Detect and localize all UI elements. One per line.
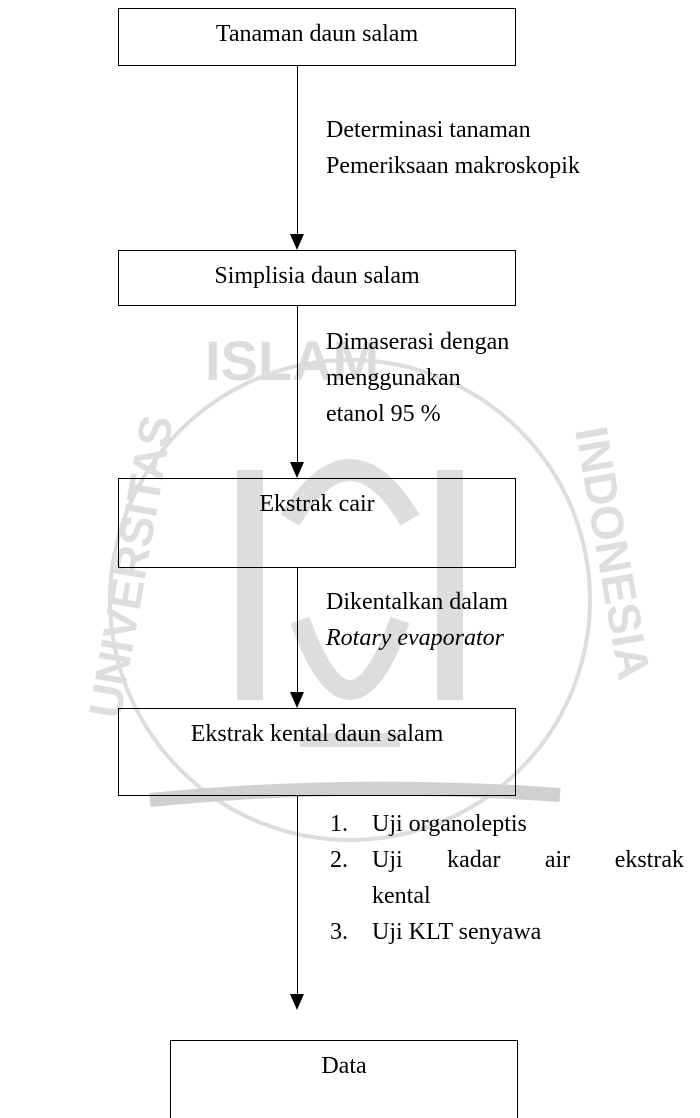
- list-word: ekstrak: [614, 847, 684, 873]
- list-text: kental: [372, 883, 431, 909]
- edge-note-3: Dikentalkan dalam Rotary evaporator: [326, 584, 508, 656]
- edge-note-1: Determinasi tanaman Pemeriksaan makrosko…: [326, 112, 580, 184]
- list-text-justified: Uji kadar air ekstrak: [372, 842, 684, 878]
- list-text: Uji KLT senyawa: [372, 919, 542, 945]
- node-label: Ekstrak cair: [259, 491, 375, 517]
- node-label: Data: [321, 1053, 367, 1079]
- node-ekstrak-cair: Ekstrak cair: [118, 478, 516, 568]
- edge-line-3: [297, 568, 298, 694]
- list-item: 2. Uji kadar air ekstrak: [330, 842, 690, 878]
- list-item: 1. Uji organoleptis: [330, 806, 690, 842]
- node-ekstrak-kental-daun-salam: Ekstrak kental daun salam: [118, 708, 516, 796]
- note-line: Dimaserasi dengan: [326, 329, 510, 355]
- list-number: 2.: [330, 847, 348, 873]
- list-word: kadar: [447, 847, 501, 873]
- edge-line-2: [297, 306, 298, 464]
- arrowhead-2: [290, 462, 304, 478]
- edge-line-1: [297, 66, 298, 236]
- list-item: 3. Uji KLT senyawa: [330, 914, 690, 950]
- node-label: Ekstrak kental daun salam: [190, 721, 444, 747]
- arrowhead-4: [290, 994, 304, 1010]
- list-number: 1.: [330, 811, 348, 837]
- list-text: Uji organoleptis: [372, 811, 527, 837]
- arrowhead-1: [290, 234, 304, 250]
- note-line: Pemeriksaan makroskopik: [326, 153, 580, 179]
- note-line: Rotary evaporator: [326, 625, 504, 651]
- edge-note-4-list: 1. Uji organoleptis 2. Uji kadar air eks…: [330, 806, 690, 950]
- node-label: Tanaman daun salam: [215, 21, 419, 47]
- note-line: menggunakan: [326, 365, 461, 391]
- list-item-continuation: kental: [330, 878, 690, 914]
- list-word: air: [544, 847, 571, 873]
- edge-line-4: [297, 796, 298, 996]
- svg-text:INDONESIA: INDONESIA: [565, 423, 661, 684]
- edge-note-2: Dimaserasi dengan menggunakan etanol 95 …: [326, 324, 509, 432]
- list-word: Uji: [372, 847, 403, 873]
- node-label: Simplisia daun salam: [214, 263, 420, 289]
- node-simplisia-daun-salam: Simplisia daun salam: [118, 250, 516, 306]
- list-number: 3.: [330, 919, 348, 945]
- node-data: Data: [170, 1040, 518, 1118]
- arrowhead-3: [290, 692, 304, 708]
- note-line: Dikentalkan dalam: [326, 589, 508, 615]
- note-line: etanol 95 %: [326, 401, 441, 427]
- node-tanaman-daun-salam: Tanaman daun salam: [118, 8, 516, 66]
- note-line: Determinasi tanaman: [326, 117, 531, 143]
